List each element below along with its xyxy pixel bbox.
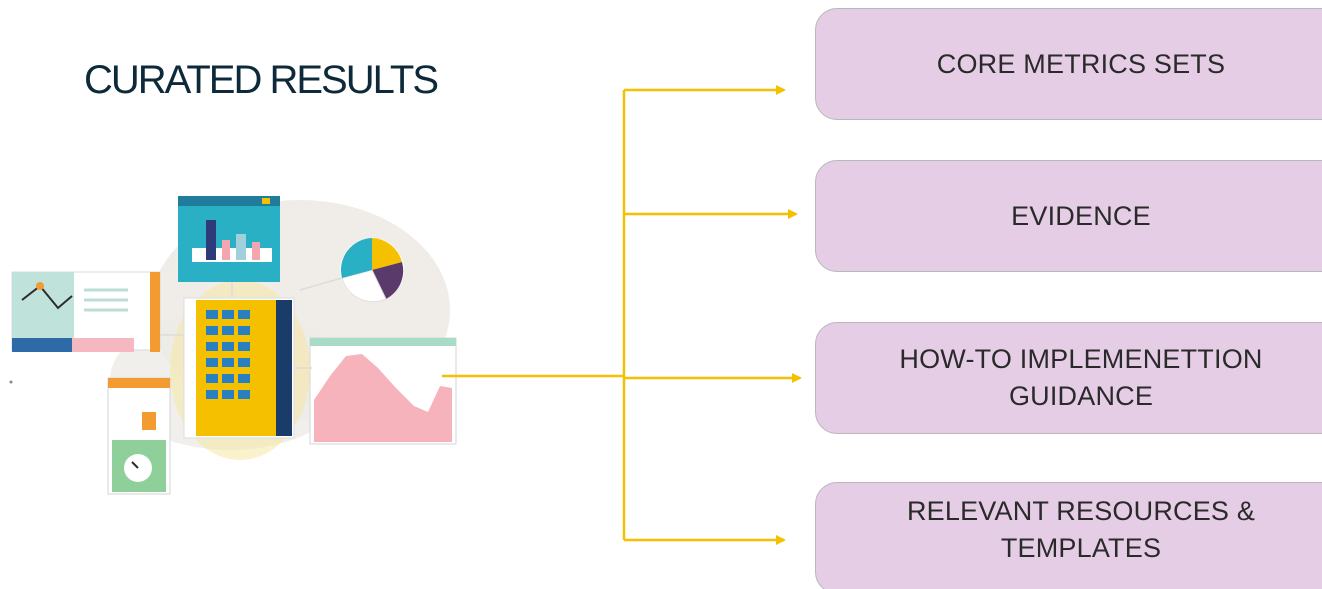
- pie-chart-icon: [340, 238, 404, 303]
- area-chart-card-icon: [309, 337, 457, 445]
- left-card-icon: [11, 271, 161, 352]
- implementation-guidance-label: HOW-TO IMPLEMENETTION GUIDANCE: [899, 344, 1263, 411]
- evidence-box: EVIDENCE: [815, 160, 1322, 272]
- diagram-title: CURATED RESULTS: [84, 58, 439, 102]
- core-metrics-box: CORE METRICS SETS: [815, 8, 1322, 120]
- resources-templates-label: RELEVANT RESOURCES & TEMPLATES: [906, 496, 1256, 563]
- bar-chart-card-icon: [178, 196, 280, 282]
- dashboard-panel-icon: [183, 297, 295, 439]
- implementation-guidance-box: HOW-TO IMPLEMENETTION GUIDANCE: [815, 322, 1322, 434]
- device-card-icon: [107, 377, 171, 495]
- core-metrics-label: CORE METRICS SETS: [936, 48, 1226, 79]
- analytics-dashboard-illustration: [9, 196, 457, 495]
- evidence-label: EVIDENCE: [1011, 200, 1151, 231]
- resources-templates-box: RELEVANT RESOURCES & TEMPLATES: [815, 482, 1322, 589]
